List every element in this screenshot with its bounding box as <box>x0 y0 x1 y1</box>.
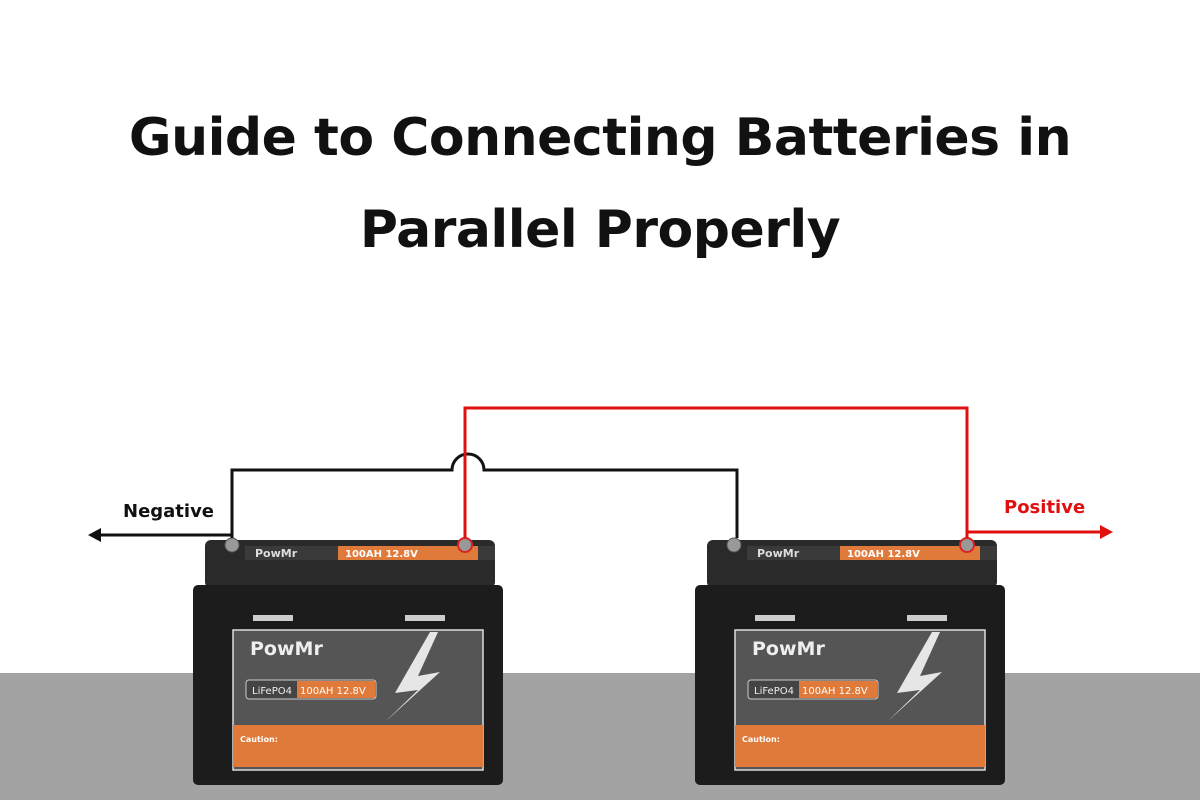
battery-caution: Caution: <box>240 735 278 744</box>
negative-terminal <box>224 537 240 553</box>
positive-arrow-icon <box>1100 525 1113 539</box>
lightning-bolt-icon <box>887 632 942 722</box>
title-line-2: Parallel Properly <box>359 200 841 260</box>
battery-rating: 100AH 12.8V <box>802 686 868 697</box>
positive-label: Positive <box>1004 497 1085 518</box>
title-line-1: Guide to Connecting Batteries in <box>128 108 1072 168</box>
battery-brand: PowMr <box>752 638 825 660</box>
lightning-bolt-icon <box>385 632 440 722</box>
positive-wire <box>463 406 1104 538</box>
negative-label: Negative <box>123 501 214 522</box>
battery-top-rating: 100AH 12.8V <box>345 549 418 560</box>
battery-caution-strip <box>735 725 985 767</box>
battery-caution: Caution: <box>742 735 780 744</box>
battery-rating: 100AH 12.8V <box>300 686 366 697</box>
negative-terminal <box>726 537 742 553</box>
positive-terminal <box>457 537 473 553</box>
battery-brand: PowMr <box>250 638 323 660</box>
negative-arrow-icon <box>88 528 101 542</box>
battery-slot <box>253 615 293 621</box>
negative-wire <box>96 452 739 538</box>
battery-2: PowMr 100AH 12.8V PowMr LiFePO4 100AH 12… <box>695 537 1005 785</box>
battery-top-rating-bg <box>338 546 478 560</box>
battery-slot <box>755 615 795 621</box>
battery-1: PowMr 100AH 12.8V PowMr LiFePO4 100AH 12… <box>193 537 503 785</box>
battery-chemistry: LiFePO4 <box>252 686 292 697</box>
battery-slot <box>907 615 947 621</box>
battery-chemistry: LiFePO4 <box>754 686 794 697</box>
battery-top-rating-bg <box>840 546 980 560</box>
battery-caution-strip <box>233 725 483 767</box>
positive-terminal <box>959 537 975 553</box>
battery-top-brand: PowMr <box>255 547 298 560</box>
battery-top-rating: 100AH 12.8V <box>847 549 920 560</box>
battery-rating-bg <box>297 681 375 698</box>
battery-slot <box>405 615 445 621</box>
battery-top-brand: PowMr <box>757 547 800 560</box>
battery-rating-bg <box>799 681 877 698</box>
page-title: Guide to Connecting Batteries in Paralle… <box>0 92 1200 276</box>
